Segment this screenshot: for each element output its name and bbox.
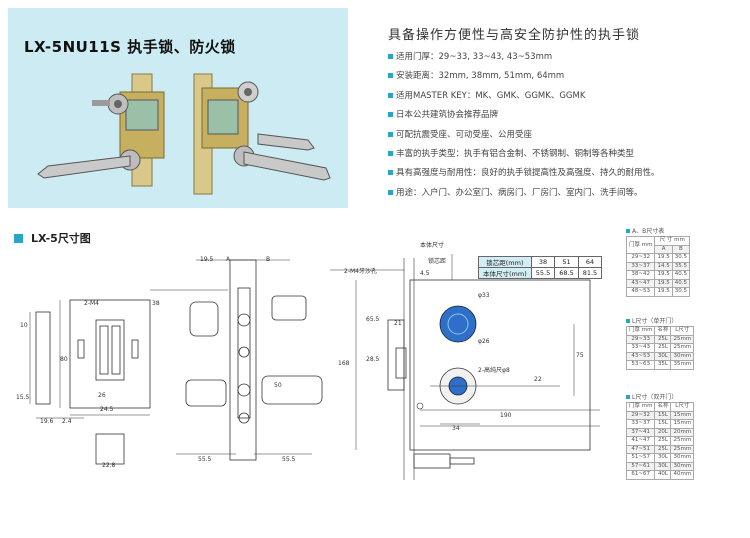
product-hero: LX-5NU11S 执手锁、防火锁 xyxy=(8,8,348,208)
table-header: L尺寸 xyxy=(670,402,695,412)
body-size-label: 本体尺寸(mm) xyxy=(478,267,532,279)
dim-label: 锁芯距 xyxy=(428,258,447,265)
dim-label: B xyxy=(266,256,271,263)
backset-value: 51 xyxy=(554,256,579,268)
bullet-square-icon xyxy=(388,170,393,176)
feature-item: 具有高强度与耐用性：良好的执手锁提高性及高强度、持久的耐用性。 xyxy=(388,164,660,183)
features-list: 适用门厚：29~33, 33~43, 43~53mm 安装距离：32mm, 38… xyxy=(388,48,660,203)
section-title: LX-5尺寸图 xyxy=(14,230,91,246)
backset-label: 锁芯距(mm) xyxy=(478,256,532,268)
body-size-value: 81.5 xyxy=(577,267,603,279)
bullet-square-icon xyxy=(388,73,393,79)
dim-label: 本体尺寸 xyxy=(420,242,445,249)
table-header: 门厚 mm xyxy=(625,326,656,336)
lock-product-illustration xyxy=(37,73,331,195)
dimension-drawing xyxy=(29,254,600,480)
bullet-square-icon xyxy=(388,112,393,118)
caption-square-icon xyxy=(626,229,630,233)
dim-label: 50 xyxy=(274,382,282,389)
body-size-value: 55.5 xyxy=(530,267,556,279)
bullet-square-icon xyxy=(388,92,393,98)
bullet-square-icon xyxy=(388,131,393,137)
dim-label: 2-M4牙沙孔 xyxy=(344,268,377,275)
dim-label: 80 xyxy=(60,356,68,363)
body-size-value: 68.5 xyxy=(554,267,579,279)
backset-value: 64 xyxy=(577,256,603,268)
dim-label: 75 xyxy=(576,352,584,359)
product-title: LX-5NU11S 执手锁、防火锁 xyxy=(24,38,236,56)
dim-label: 26 xyxy=(98,392,106,399)
section-square-icon xyxy=(14,234,23,243)
dim-label: 15.5 xyxy=(16,394,30,401)
backset-value: 38 xyxy=(530,256,556,268)
feature-item: 可配抗震受座、可动受座、公用受座 xyxy=(388,126,660,145)
body-size-row: 本体尺寸(mm) 55.5 68.5 81.5 xyxy=(478,267,603,279)
dim-label: 55.5 xyxy=(282,456,296,463)
dim-label: 22 xyxy=(534,376,542,383)
dim-label: φ33 xyxy=(478,292,490,299)
dim-label: 10 xyxy=(20,322,28,329)
dim-label: 2.4 xyxy=(62,418,72,425)
dim-label: 168 xyxy=(338,360,350,367)
dim-label: 21 xyxy=(394,320,402,327)
dim-label: φ26 xyxy=(478,338,490,345)
table-header: L尺寸 xyxy=(670,326,695,336)
table-header: 名称 xyxy=(654,326,672,336)
dim-label: 2-M4 xyxy=(84,300,99,307)
dim-label: 190 xyxy=(500,412,512,419)
dim-label: 22.8 xyxy=(102,462,116,469)
dim-label: 19.6 xyxy=(40,418,54,425)
feature-item: 适用MASTER KEY：MK、GMK、GGMK、GGMK xyxy=(388,87,660,106)
table-header: 尺 寸 mm xyxy=(654,236,690,246)
dim-label: 55.5 xyxy=(198,456,212,463)
feature-item: 丰富的执手类型：执手有铝合金制、不锈钢制、铜制等各种类型 xyxy=(388,145,660,164)
feature-item: 安装距离：32mm, 38mm, 51mm, 64mm xyxy=(388,67,660,86)
bullet-square-icon xyxy=(388,151,393,157)
backset-table: 锁芯距(mm) 38 51 64 本体尺寸(mm) 55.5 68.5 81.5 xyxy=(478,256,603,279)
dim-label: 24.5 xyxy=(100,406,114,413)
table-header: 名称 xyxy=(654,402,672,412)
table-header: B xyxy=(671,244,690,254)
table-header: 门厚 mm xyxy=(625,402,656,412)
dim-label: 65.5 xyxy=(366,316,380,323)
caption-square-icon xyxy=(626,319,630,323)
table-header: A xyxy=(654,244,673,254)
dim-label: 28.5 xyxy=(366,356,380,363)
table-header: 门厚 mm xyxy=(625,236,656,254)
backset-row: 锁芯距(mm) 38 51 64 xyxy=(478,256,603,268)
bullet-square-icon xyxy=(388,189,393,195)
dim-label: 34 xyxy=(452,425,460,432)
dim-label: 4.5 xyxy=(420,270,430,277)
dim-label: 38 xyxy=(152,300,160,307)
feature-item: 用途：入户门、办公室门、病房门、厂房门、室内门、洗手间等。 xyxy=(388,184,660,203)
caption-square-icon xyxy=(626,395,630,399)
feature-item: 适用门厚：29~33, 33~43, 43~53mm xyxy=(388,48,660,67)
dim-label: 2-高纯尺φ8 xyxy=(478,367,510,374)
features-title: 具备操作方便性与高安全防护性的执手锁 xyxy=(388,28,641,43)
bullet-square-icon xyxy=(388,54,393,59)
feature-item: 日本公共建筑协会推荐品牌 xyxy=(388,106,660,125)
dim-label: 19.5 xyxy=(200,256,214,263)
dim-label: A xyxy=(226,256,231,263)
